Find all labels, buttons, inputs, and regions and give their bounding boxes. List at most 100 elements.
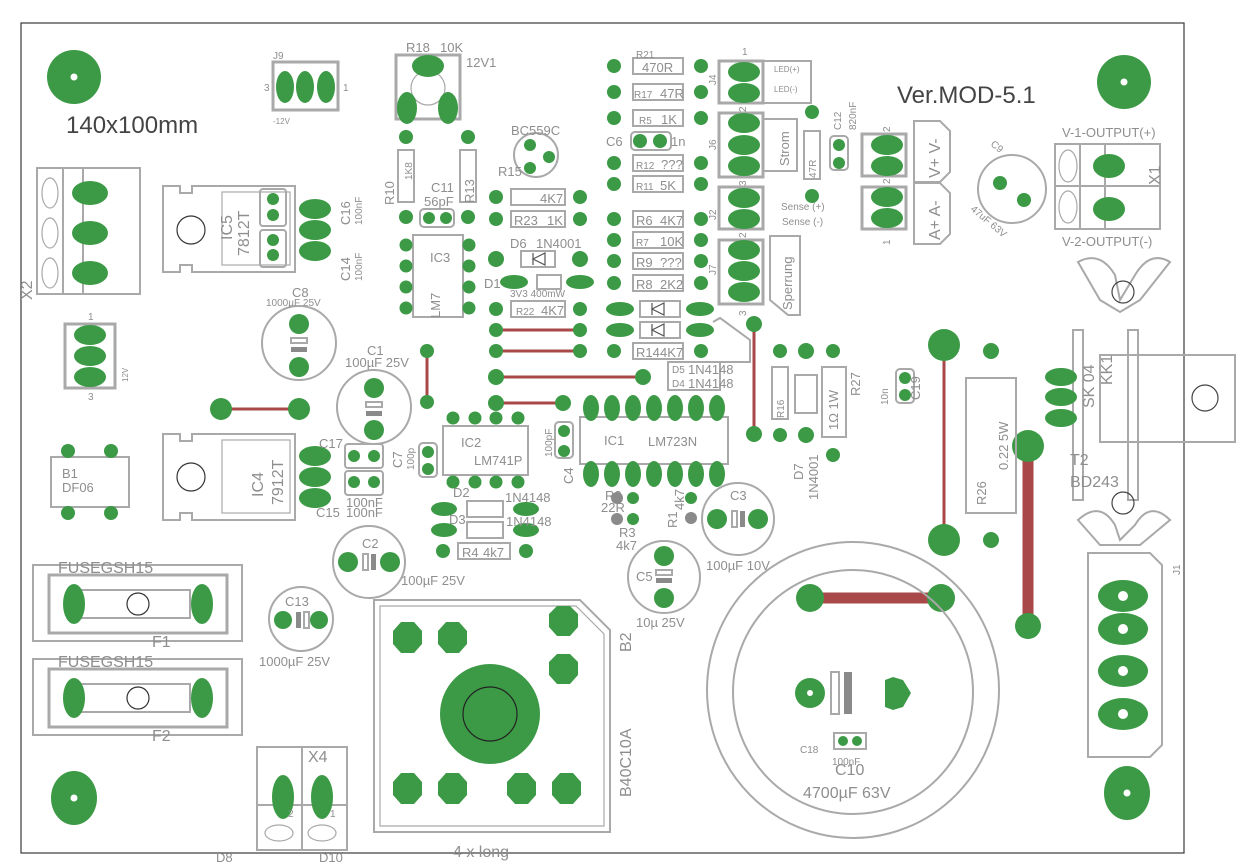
r15-label: R15 bbox=[498, 164, 522, 179]
b1-label: B1 bbox=[62, 466, 78, 481]
c16-label: C16 bbox=[338, 201, 353, 225]
resistor-r22: R22 4K7 bbox=[489, 300, 587, 318]
c11-label: C11 bbox=[431, 180, 454, 195]
c10-label: C10 bbox=[835, 762, 864, 779]
ic1-pin-pad bbox=[625, 395, 641, 421]
j7-label: J7 bbox=[708, 264, 719, 275]
r8-value: 2K2 bbox=[660, 277, 683, 292]
diode-d3: D3 1N4148 bbox=[431, 512, 552, 539]
b2-value: B40C10A bbox=[618, 728, 635, 797]
d4-value: 1N4148 bbox=[688, 376, 734, 391]
j1-power-label: J1 bbox=[1172, 564, 1183, 575]
d2-label: D2 bbox=[453, 485, 470, 500]
resistor-r3: R3 4k7 bbox=[611, 513, 639, 553]
ic4-label: IC4 bbox=[250, 472, 267, 497]
j9-note: -12V bbox=[273, 117, 291, 126]
mounting-hole-tl bbox=[47, 50, 101, 104]
c1-value: 100µF 25V bbox=[345, 355, 409, 370]
resistor-r15: 4K7 bbox=[489, 188, 587, 206]
j6-label: J6 bbox=[708, 139, 719, 150]
r5-label: R5 bbox=[639, 116, 652, 127]
r3-value: 4k7 bbox=[616, 538, 637, 553]
f1-value: FUSEGSH15 bbox=[58, 560, 153, 577]
d4-label: D4 bbox=[672, 379, 685, 390]
ic1-pin-pad bbox=[625, 461, 641, 487]
zener-d1: D1 3V3 400mW bbox=[484, 274, 594, 300]
ic1-pin-pad bbox=[604, 461, 620, 487]
ic3-label: IC3 bbox=[430, 250, 450, 265]
r17-value: 47R bbox=[660, 86, 684, 101]
c5-label: C5 bbox=[636, 569, 653, 584]
ic5-value: 7812T bbox=[236, 210, 253, 256]
ic2-value: LM741P bbox=[474, 453, 522, 468]
d5-label: D5 bbox=[672, 365, 685, 376]
capacitor-c12: C12 820nF bbox=[829, 102, 859, 171]
r9-value: ??? bbox=[660, 255, 682, 270]
r2-value: 22R bbox=[601, 500, 625, 515]
r1-value: 4k7 bbox=[672, 489, 687, 510]
diode-d5 bbox=[606, 300, 714, 318]
resistor-r24: 47R bbox=[803, 105, 821, 203]
bridge-1 bbox=[489, 323, 587, 337]
j5-pin3: 3 bbox=[88, 392, 94, 403]
r12-label: R12 bbox=[636, 161, 655, 172]
sense-plus-label: Sense (+) bbox=[781, 202, 825, 213]
bridge-5 bbox=[420, 344, 434, 409]
capacitor-c10: C18 100nF C10 4700µF 63V bbox=[706, 541, 1000, 839]
resistor-r4: R4 4k7 bbox=[436, 542, 533, 560]
resistor-r21: R21 470R bbox=[607, 50, 708, 75]
connector-j6: 2 J6 Strom bbox=[708, 106, 798, 179]
c12-value: 820nF bbox=[848, 102, 859, 130]
r22-value: 4K7 bbox=[541, 303, 564, 318]
ic1-pin-pad bbox=[688, 395, 704, 421]
r27-value: 1Ω 1W bbox=[826, 389, 841, 430]
connector-j3: 2 bbox=[860, 126, 908, 178]
j7-pin3: 3 bbox=[738, 310, 749, 316]
c7-value: 100p bbox=[406, 447, 417, 470]
resistor-r9: R9 ??? bbox=[607, 252, 708, 270]
c8-value: 1000µF 25V bbox=[266, 298, 321, 309]
d7-value: 1N4001 bbox=[806, 454, 821, 500]
j5-note: 12V bbox=[121, 367, 130, 382]
r23-value: 1K bbox=[547, 213, 563, 228]
r13-label: R13 bbox=[462, 179, 477, 203]
j4-led-minus: LED(-) bbox=[774, 85, 798, 94]
j4-pin1: 1 bbox=[742, 47, 748, 58]
r6-value: 4K7 bbox=[660, 213, 683, 228]
ic1-pin-pad bbox=[667, 461, 683, 487]
ic1-pin-pad bbox=[688, 461, 704, 487]
connector-j5: 1 3 12V bbox=[63, 312, 130, 403]
j6-pin2: 2 bbox=[738, 106, 749, 112]
capacitor-c9: C9 47uF 63V bbox=[968, 139, 1047, 240]
c15-value: 100nF bbox=[346, 505, 383, 520]
c16-value: 100nF bbox=[354, 197, 365, 225]
board-size-label: 140x100mm bbox=[66, 112, 198, 139]
d7-label: D7 bbox=[791, 463, 806, 480]
r26-value: 0.22 5W bbox=[996, 421, 1011, 470]
r18-label: R18 bbox=[406, 40, 430, 55]
f2-value: FUSEGSH15 bbox=[58, 654, 153, 671]
r4-value: 4k7 bbox=[483, 545, 504, 560]
c7-label: C7 bbox=[390, 451, 405, 468]
r7-label: R7 bbox=[636, 238, 649, 249]
j4-label: J4 bbox=[708, 74, 719, 85]
capacitor-c5: C5 10µ 25V bbox=[627, 540, 701, 630]
r8-label: R8 bbox=[636, 277, 653, 292]
d1-label: D1 bbox=[484, 276, 501, 291]
d10-label: D10 bbox=[319, 850, 343, 865]
r7-value: 10K bbox=[660, 234, 683, 249]
r5-value: 1K bbox=[661, 112, 677, 127]
vv-label: V+ V- bbox=[927, 138, 944, 178]
c2-value: 100µF 25V bbox=[401, 573, 465, 588]
bridge-10 bbox=[796, 584, 955, 612]
resistor-r5: R5 1K bbox=[607, 109, 708, 127]
r9-label: R9 bbox=[636, 255, 653, 270]
sense-minus-label: Sense (-) bbox=[782, 217, 823, 228]
d3-label: D3 bbox=[449, 512, 466, 527]
x4-label: X4 bbox=[308, 749, 328, 766]
capacitor-c11: C11 56pF bbox=[419, 180, 455, 228]
x1-out-minus: V-2-OUTPUT(-) bbox=[1062, 234, 1152, 249]
c18-value: 100nF bbox=[832, 757, 860, 768]
kk1-value: SK 04 bbox=[1081, 364, 1098, 408]
